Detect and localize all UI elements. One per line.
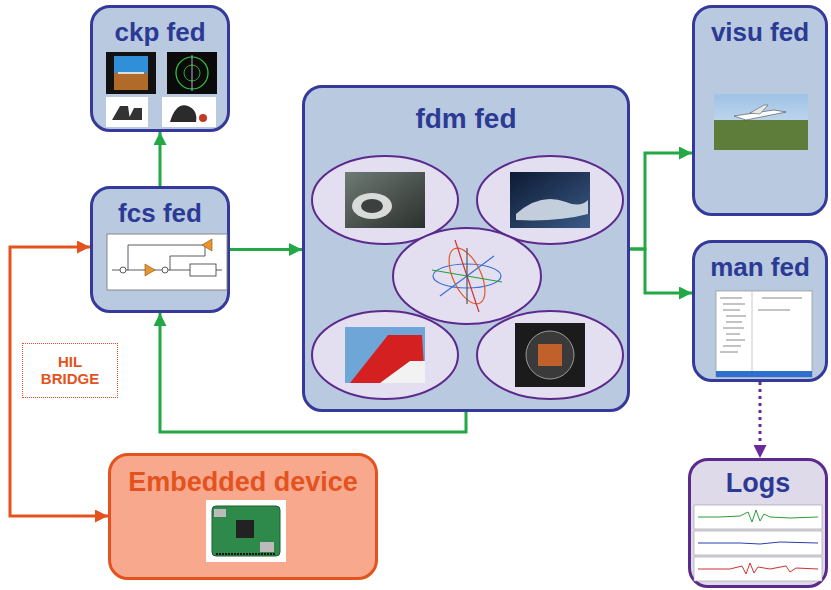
federate-box: visu fed	[692, 5, 828, 216]
model-ellipses	[312, 156, 623, 399]
board-picture	[206, 500, 286, 562]
scenery-picture	[714, 94, 808, 150]
node-title: fdm fed	[415, 104, 516, 135]
node-title: Embedded device	[128, 468, 358, 498]
node-title: visu fed	[711, 18, 809, 47]
federate-box: fdm fed	[302, 85, 630, 412]
connector	[630, 249, 692, 293]
connector	[759, 382, 762, 458]
sensor-picture	[515, 323, 585, 387]
block-diagram	[107, 234, 227, 290]
federate-box: man fed	[692, 240, 828, 382]
connector	[630, 153, 692, 249]
connector	[230, 248, 302, 251]
tail-picture	[345, 327, 425, 383]
federate-box: fcs fed	[90, 186, 230, 313]
federate-box: ckp fed	[90, 5, 230, 132]
atmosphere-picture	[510, 172, 590, 228]
connector	[159, 132, 162, 186]
device-box: Embedded device	[108, 453, 378, 580]
node-title: Logs	[726, 469, 791, 499]
node-title: HIL BRIDGE	[37, 354, 103, 387]
bridge-note: HIL BRIDGE	[22, 343, 118, 398]
node-title: man fed	[710, 253, 810, 282]
cockpit-displays	[106, 52, 217, 127]
engine-picture	[345, 172, 425, 228]
manager-screenshot	[716, 291, 812, 377]
log-traces	[694, 505, 822, 581]
axes-figure	[432, 240, 502, 312]
node-title: ckp fed	[114, 18, 205, 47]
node-title: fcs fed	[118, 199, 202, 228]
log-box: Logs	[688, 458, 828, 588]
